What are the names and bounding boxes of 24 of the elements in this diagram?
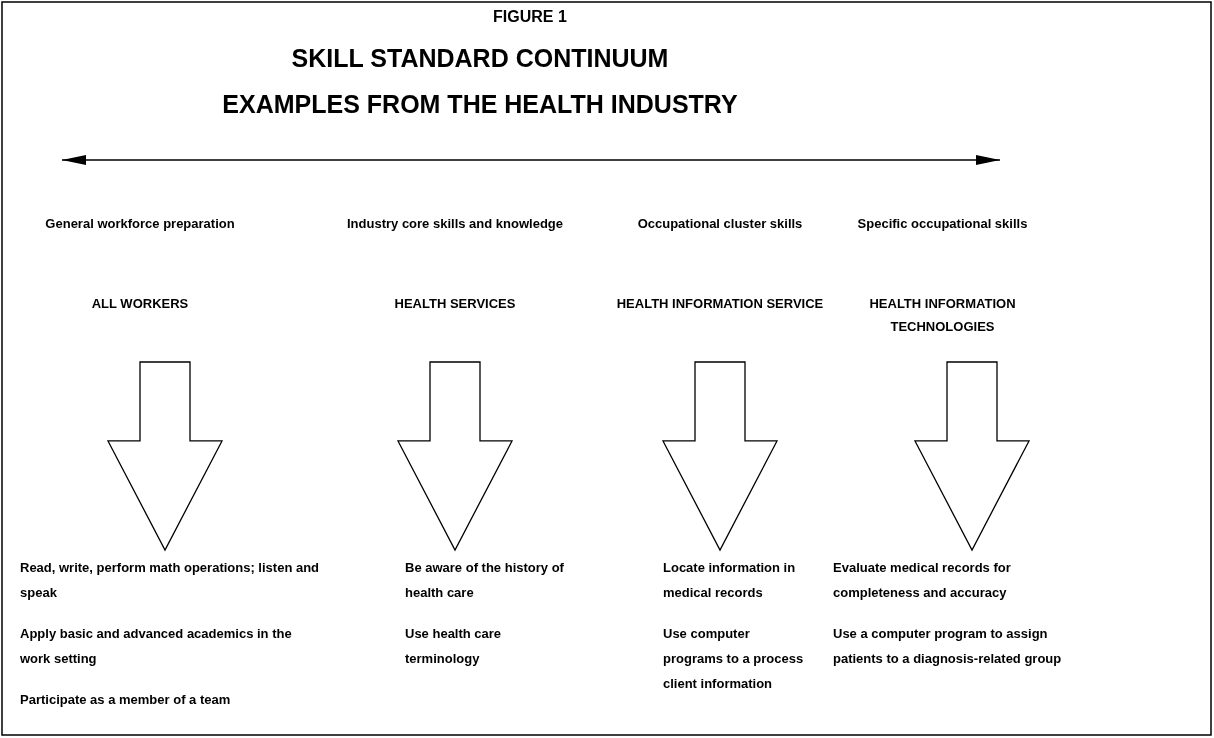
block-arrow	[661, 361, 779, 552]
column-heading: Industry core skills and knowledge	[346, 215, 564, 233]
category-label: HEALTH INFORMATION SERVICE	[615, 295, 825, 313]
example-text: Evaluate medical records for completeness and accuracy	[833, 559, 1012, 602]
block-arrow	[106, 361, 224, 552]
category-label: HEALTH SERVICES	[393, 295, 517, 313]
column-heading: Specific occupational skills	[856, 215, 1029, 233]
block-arrow	[396, 361, 514, 552]
block-arrow	[913, 361, 1031, 552]
heading: SKILL STANDARD CONTINUUM	[290, 44, 670, 73]
example-text: Participate as a member of a team	[20, 691, 232, 709]
example-text: Locate information in medical records	[663, 559, 797, 602]
example-text: Use health care terminology	[405, 625, 503, 668]
category-label: HEALTH INFORMATION TECHNOLOGIES	[868, 295, 1017, 336]
category-label: ALL WORKERS	[90, 295, 190, 313]
example-text: Apply basic and advanced academics in the work setting	[20, 625, 293, 668]
example-text: Use computer programs to a process client information	[663, 625, 805, 693]
figure-title: FIGURE 1	[492, 8, 568, 26]
column-heading: General workforce preparation	[44, 215, 236, 233]
heading: EXAMPLES FROM THE HEALTH INDUSTRY	[221, 90, 739, 119]
column-heading: Occupational cluster skills	[636, 215, 804, 233]
example-text: Use a computer program to assign patients to a diagnosis-related group	[833, 625, 1063, 668]
example-text: Read, write, perform math operations; listen and speak	[20, 559, 320, 602]
example-text: Be aware of the history of health care	[405, 559, 565, 602]
